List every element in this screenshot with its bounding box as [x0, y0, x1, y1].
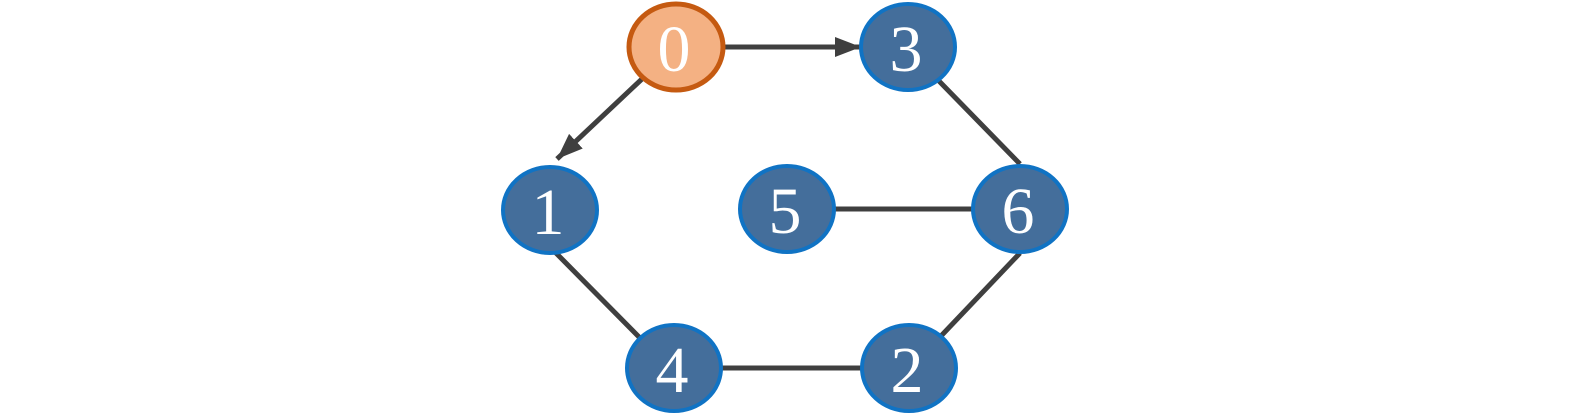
- node-0-highlighted: [626, 1, 726, 93]
- node-label-3: 3: [890, 13, 923, 86]
- node-4: [625, 323, 723, 413]
- node-2: [860, 323, 958, 413]
- node-5: [738, 164, 836, 254]
- node-label-2: 2: [891, 334, 924, 407]
- node-label-5: 5: [769, 175, 802, 248]
- edge-0-1-arrow: [555, 76, 645, 161]
- node-label-0: 0: [658, 13, 691, 86]
- edge-2-6: [939, 251, 1022, 338]
- edge-1-4: [553, 250, 642, 340]
- node-label-4: 4: [656, 334, 689, 407]
- nodes-layer: 0 3 1 5 6 4 2: [501, 1, 1069, 413]
- edge-3-6: [936, 78, 1022, 166]
- edges-layer: [553, 37, 1022, 371]
- node-1: [501, 165, 599, 255]
- node-label-6: 6: [1002, 175, 1035, 248]
- node-3: [859, 2, 957, 92]
- node-label-1: 1: [532, 176, 565, 249]
- node-6: [971, 164, 1069, 254]
